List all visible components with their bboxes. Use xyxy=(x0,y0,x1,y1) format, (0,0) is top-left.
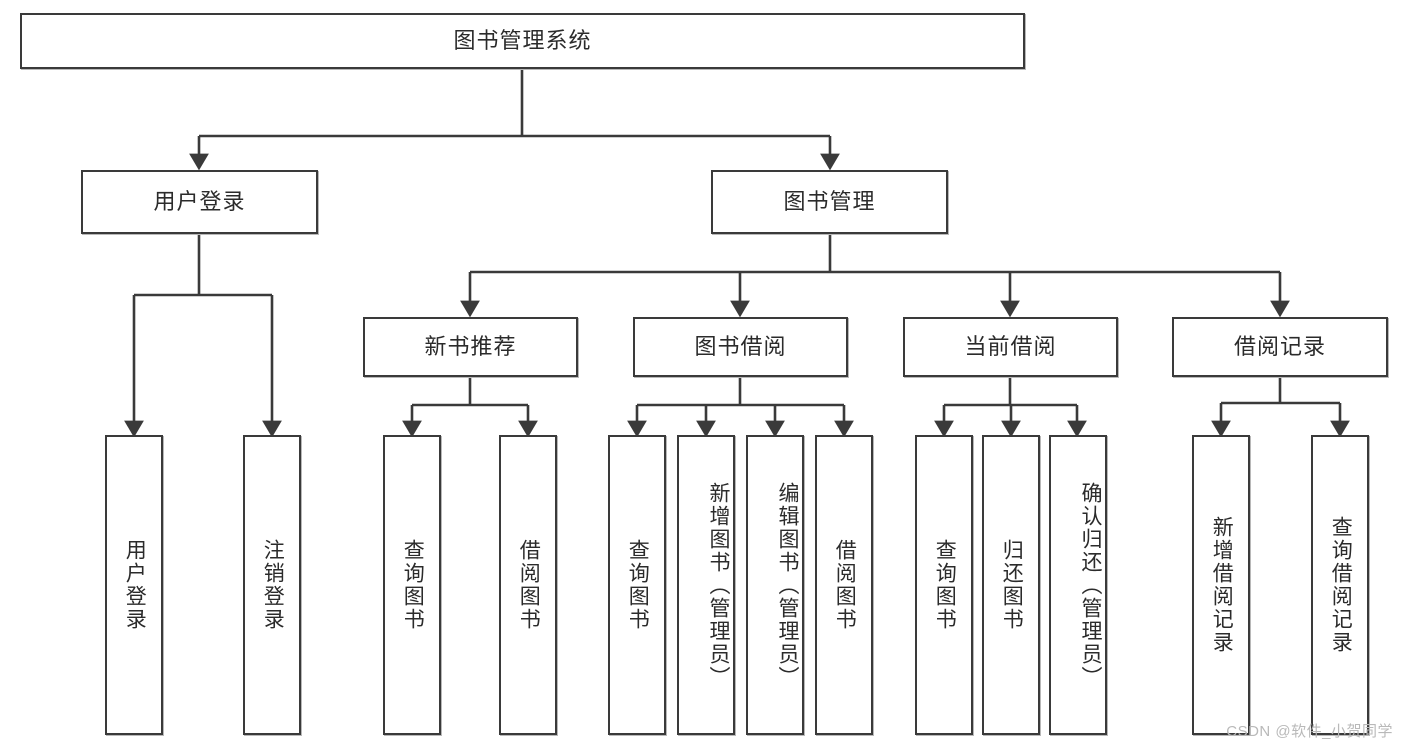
leaf-current-confirm-return-admin[interactable]: 确认归还（管理员） xyxy=(1049,435,1107,735)
node-label: 归还图书 xyxy=(1000,539,1024,631)
node-label: 查询借阅记录 xyxy=(1329,516,1353,654)
leaf-recommend-borrow-book[interactable]: 借阅图书 xyxy=(499,435,557,735)
leaf-user-login-login[interactable]: 用户登录 xyxy=(105,435,163,735)
node-label: 注销登录 xyxy=(261,539,285,631)
node-label: 新增图书（管理员） xyxy=(707,481,730,689)
node-label: 新书推荐 xyxy=(424,333,517,359)
node-label: 当前借阅 xyxy=(964,333,1057,359)
node-user-login[interactable]: 用户登录 xyxy=(81,170,318,234)
watermark-text: CSDN @软件_小贺同学 xyxy=(1226,723,1393,740)
node-label: 用户登录 xyxy=(123,539,147,631)
node-label: 查询图书 xyxy=(401,539,425,631)
node-label: 借阅记录 xyxy=(1233,333,1326,359)
node-label: 用户登录 xyxy=(153,188,246,214)
leaf-borrow-edit-book-admin[interactable]: 编辑图书（管理员） xyxy=(746,435,804,735)
node-book-management[interactable]: 图书管理 xyxy=(711,170,948,234)
leaf-recommend-query-book[interactable]: 查询图书 xyxy=(383,435,441,735)
node-label: 编辑图书（管理员） xyxy=(776,481,799,689)
leaf-record-add-record[interactable]: 新增借阅记录 xyxy=(1192,435,1250,735)
node-new-book-recommend[interactable]: 新书推荐 xyxy=(363,317,578,377)
node-label: 借阅图书 xyxy=(833,539,857,631)
node-label: 确认归还（管理员） xyxy=(1079,481,1102,689)
leaf-record-query-record[interactable]: 查询借阅记录 xyxy=(1311,435,1369,735)
leaf-borrow-query-book[interactable]: 查询图书 xyxy=(608,435,666,735)
node-label: 新增借阅记录 xyxy=(1210,516,1234,654)
leaf-user-login-logout[interactable]: 注销登录 xyxy=(243,435,301,735)
node-label: 查询图书 xyxy=(933,539,957,631)
node-label: 查询图书 xyxy=(626,539,650,631)
node-book-borrow[interactable]: 图书借阅 xyxy=(633,317,848,377)
node-current-borrow[interactable]: 当前借阅 xyxy=(903,317,1118,377)
leaf-borrow-add-book-admin[interactable]: 新增图书（管理员） xyxy=(677,435,735,735)
node-label: 图书管理 xyxy=(783,188,876,214)
leaf-current-return-book[interactable]: 归还图书 xyxy=(982,435,1040,735)
leaf-borrow-borrow-book[interactable]: 借阅图书 xyxy=(815,435,873,735)
node-borrow-record[interactable]: 借阅记录 xyxy=(1172,317,1388,377)
node-label: 图书管理系统 xyxy=(453,27,592,53)
leaf-current-query-book[interactable]: 查询图书 xyxy=(915,435,973,735)
node-label: 借阅图书 xyxy=(517,539,541,631)
node-label: 图书借阅 xyxy=(694,333,787,359)
node-root-system[interactable]: 图书管理系统 xyxy=(20,13,1025,69)
